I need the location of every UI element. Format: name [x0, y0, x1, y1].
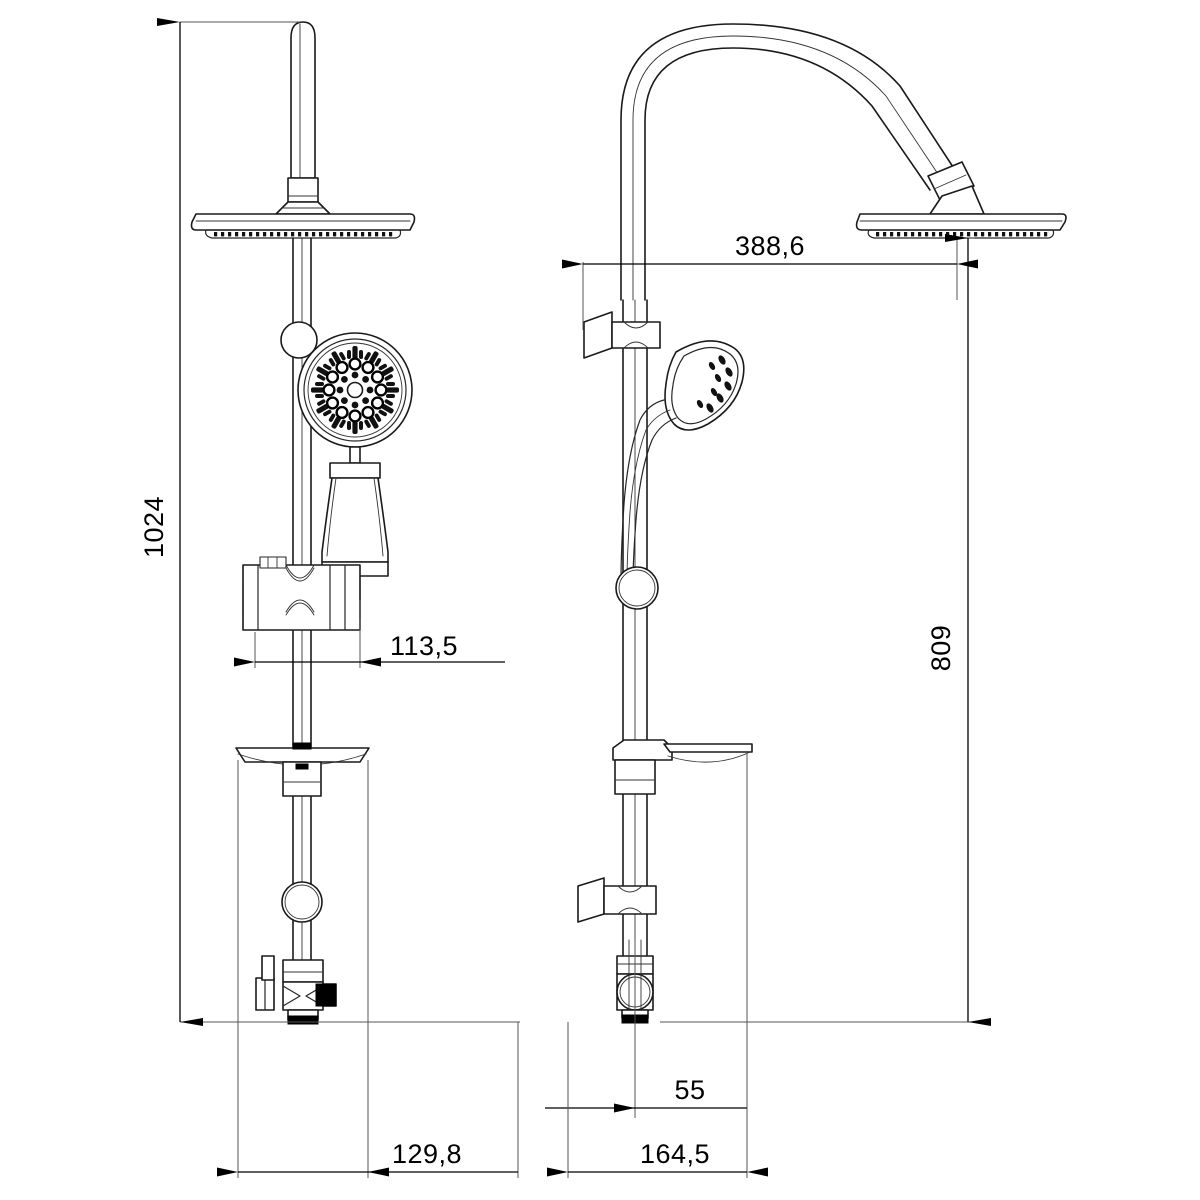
hand-shower-center-nozzles [336, 371, 374, 409]
front-hose-ring-upper [280, 321, 318, 359]
side-head-nozzle-band [876, 232, 1048, 237]
dimension-total-height: 1024 [139, 18, 520, 1026]
dimension-label-809: 809 [926, 625, 956, 672]
hand-shower-inner-ring [322, 357, 388, 423]
side-gooseneck-arm [620, 23, 956, 301]
front-valve-body [255, 955, 337, 1025]
front-holder-bracket [242, 556, 361, 631]
view-side-elevation [577, 23, 1067, 1024]
hand-shower-spray-pattern [311, 346, 399, 434]
side-rain-shower-head [855, 213, 1067, 239]
side-lower-bracket [577, 877, 657, 923]
dimension-arm-reach: 388,6 [562, 231, 978, 330]
front-head-nozzle-band [214, 232, 393, 237]
dimension-head-height: 809 [660, 234, 991, 1026]
front-hand-shower [297, 332, 413, 577]
front-hose-ring-lower [281, 881, 323, 923]
dimension-label-164-5: 164,5 [640, 1139, 710, 1169]
side-slide-bar [622, 299, 648, 1001]
dimension-valve-offset: 55 [545, 752, 748, 1118]
side-hand-shower [620, 340, 745, 583]
dimension-side-depth: 164,5 [547, 1022, 768, 1178]
dimension-label-388-6: 388,6 [735, 231, 805, 261]
side-hand-shower-nozzles [696, 355, 733, 413]
front-shelf-tray [235, 742, 370, 766]
front-collar [282, 761, 322, 797]
side-shelf-tray [612, 739, 753, 763]
front-upper-riser [287, 21, 319, 203]
dimension-label-113-5: 113,5 [390, 631, 458, 661]
front-rain-shower-head [190, 213, 416, 239]
dimension-label-1024: 1024 [139, 496, 169, 558]
front-head-connector [275, 201, 331, 215]
view-front-elevation [190, 21, 416, 1025]
dimension-label-129-8: 129,8 [392, 1139, 462, 1169]
side-hose-ring [615, 566, 659, 610]
dimension-bracket-width: 113,5 [234, 600, 505, 668]
dimension-base-width: 129,8 [217, 760, 519, 1178]
dimension-label-55: 55 [674, 1075, 705, 1105]
side-collar [614, 759, 656, 795]
side-upper-bracket [583, 311, 661, 359]
